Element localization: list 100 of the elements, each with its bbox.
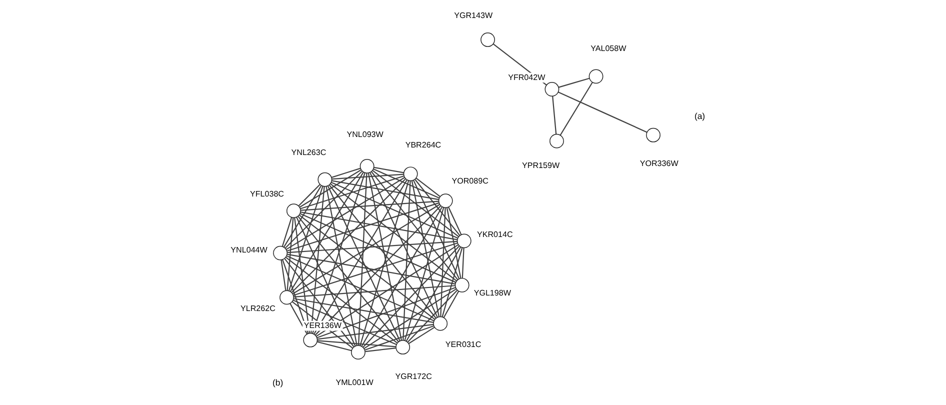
connector — [331, 182, 458, 239]
connector — [462, 248, 464, 278]
node-circle — [550, 134, 564, 148]
connector — [294, 218, 310, 334]
connector — [284, 170, 363, 249]
connector — [443, 290, 460, 318]
connector — [412, 180, 460, 280]
connector — [402, 180, 411, 340]
node-circle — [456, 234, 472, 248]
connector — [331, 168, 361, 178]
connector — [327, 186, 400, 342]
connector — [300, 213, 456, 283]
connector — [407, 290, 458, 343]
connector — [300, 175, 404, 210]
connector — [361, 206, 443, 347]
connector — [332, 180, 439, 200]
connector — [286, 177, 405, 250]
connector — [552, 96, 557, 134]
connector — [283, 185, 322, 248]
label: (b) — [272, 377, 284, 388]
connector — [374, 166, 404, 174]
node-circle — [318, 172, 332, 187]
connector — [408, 326, 435, 344]
connector — [317, 340, 396, 348]
node-circle — [351, 345, 366, 360]
connector — [364, 288, 456, 350]
connector — [414, 179, 460, 236]
connector — [446, 208, 462, 278]
connector — [316, 286, 456, 338]
node-circle — [303, 332, 318, 348]
connector — [299, 169, 362, 208]
connector — [404, 207, 444, 341]
connector — [373, 168, 440, 198]
connector — [370, 172, 438, 318]
connector — [328, 184, 436, 318]
connector — [300, 211, 458, 240]
connector — [294, 285, 456, 298]
connector — [560, 82, 593, 136]
connector — [558, 92, 648, 133]
connector — [310, 186, 325, 334]
connector — [298, 214, 436, 320]
connector — [416, 178, 440, 197]
connector — [442, 248, 463, 318]
node-circle — [433, 316, 448, 331]
connector — [288, 186, 324, 291]
connector — [285, 256, 398, 344]
connector — [293, 300, 397, 345]
connector — [293, 242, 458, 296]
connector — [372, 170, 460, 238]
connector — [294, 298, 434, 323]
connector — [358, 173, 368, 346]
connector — [300, 200, 439, 211]
connector — [330, 183, 457, 282]
connector — [411, 180, 440, 317]
connector — [368, 172, 402, 340]
connector — [360, 180, 410, 346]
node-circle — [286, 204, 301, 218]
connector — [406, 246, 462, 342]
connector — [286, 202, 440, 252]
connector — [286, 255, 434, 322]
connector — [326, 186, 358, 346]
connector — [290, 172, 364, 292]
connector — [282, 259, 309, 334]
connector — [291, 178, 406, 293]
node-circle — [454, 278, 470, 292]
node-circle — [403, 166, 418, 182]
connector — [317, 341, 352, 352]
connector — [287, 240, 458, 254]
connector — [298, 184, 320, 206]
connector — [362, 246, 460, 348]
connector — [298, 216, 399, 342]
node-circle — [480, 32, 495, 47]
label: (a) — [694, 111, 706, 122]
node-circle — [396, 340, 410, 354]
node-circle — [646, 128, 660, 142]
node-circle — [273, 246, 288, 260]
connector — [314, 205, 442, 336]
connector — [316, 244, 459, 337]
connector — [282, 217, 292, 247]
connector — [287, 254, 456, 284]
connector — [448, 206, 462, 235]
node-circle — [544, 82, 560, 96]
connector — [370, 171, 458, 280]
connector — [440, 208, 446, 317]
connector — [290, 303, 308, 334]
connector — [284, 258, 354, 348]
connector — [314, 180, 408, 334]
connector — [317, 324, 434, 340]
connector — [312, 172, 366, 334]
connector — [280, 260, 286, 290]
connector — [364, 325, 434, 351]
node-circle — [280, 290, 294, 305]
node-circle — [588, 69, 604, 84]
node-circle — [438, 194, 453, 208]
connector — [292, 204, 440, 294]
node-circle — [360, 159, 374, 174]
connector — [558, 78, 590, 88]
connector — [286, 218, 294, 291]
connector — [332, 174, 404, 180]
connector — [365, 347, 396, 352]
